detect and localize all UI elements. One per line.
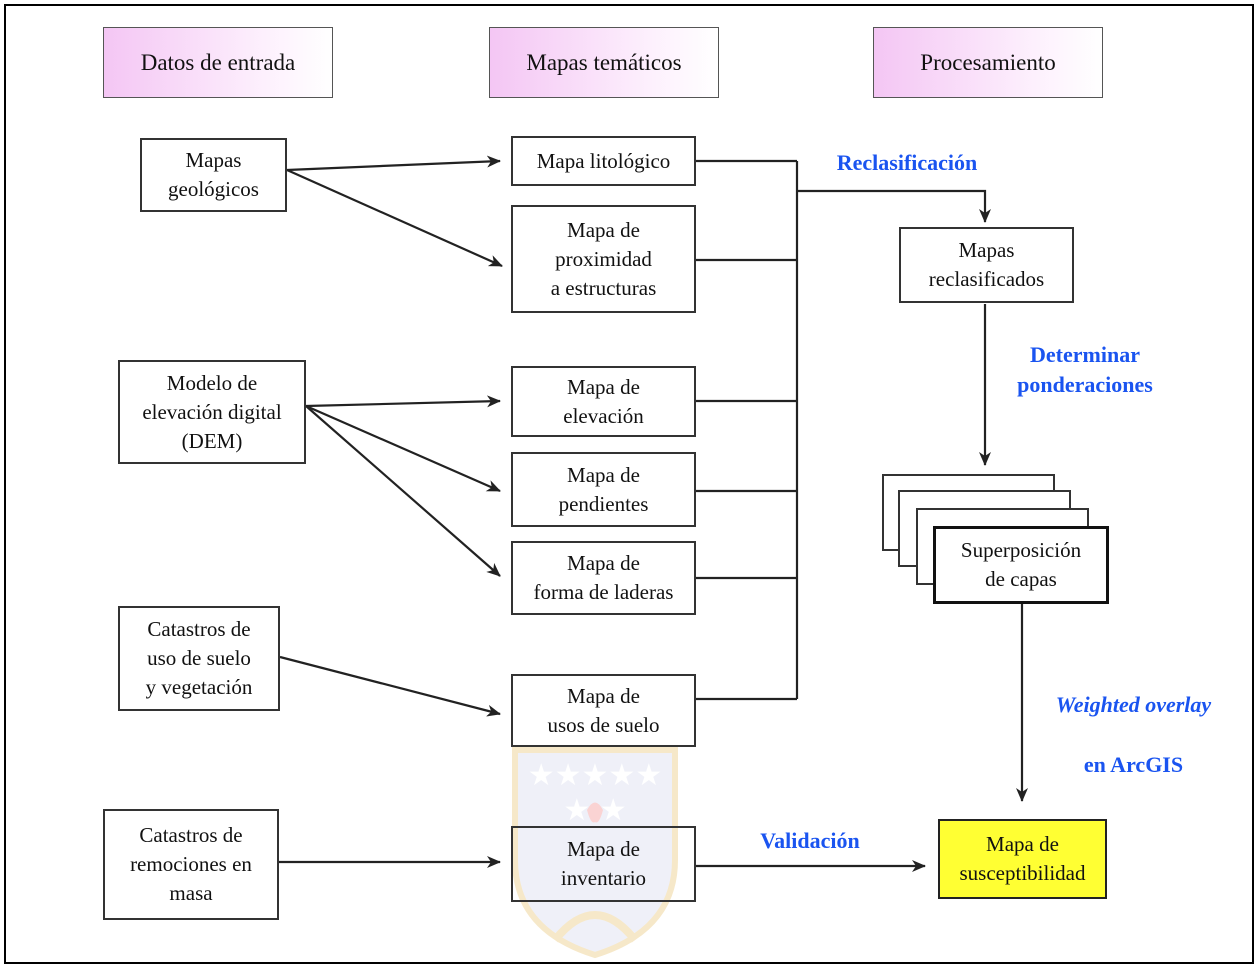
step-determine-weights: Determinar ponderaciones (1017, 342, 1153, 397)
arrow-geologic-to-lithologic (286, 155, 501, 172)
step-weighted-overlay: Weighted overlay en ArcGIS (1026, 660, 1241, 780)
input-dem: Modelo de elevación digital (DEM) (118, 360, 306, 464)
map-land-use: Mapa de usos de suelo (511, 674, 696, 747)
step-validation: Validación (760, 828, 860, 853)
header-processing: Procesamiento (873, 27, 1103, 98)
reclassified-maps: Mapas reclasificados (899, 227, 1074, 303)
university-emblem-watermark: ★★★★★ ★ ★ (512, 747, 678, 959)
arrow-geologic-to-proximity (286, 168, 503, 268)
input-land-use-surveys: Catastros de uso de suelo y vegetación (118, 606, 280, 711)
input-geologic-maps: Mapas geológicos (140, 138, 287, 212)
step-reclassification: Reclasificación (836, 150, 978, 175)
weighted-overlay-rest: en ArcGIS (1083, 752, 1184, 777)
arrow-dem-to-slopes (305, 404, 501, 493)
map-lithologic: Mapa litológico (511, 136, 696, 186)
svg-text:★★★★★: ★★★★★ (528, 758, 662, 793)
arrow-dem-to-hillside (305, 405, 501, 577)
map-inventory: Mapa de inventario (511, 826, 696, 902)
map-elevation: Mapa de elevación (511, 366, 696, 437)
map-slopes: Mapa de pendientes (511, 452, 696, 527)
arrow-dem-to-elevation (305, 395, 501, 408)
layer-overlay: Superposición de capas (933, 526, 1109, 604)
header-inputs: Datos de entrada (103, 27, 333, 98)
weighted-overlay-italic: Weighted overlay (1055, 692, 1212, 717)
map-proximity-structures: Mapa de proximidad a estructuras (511, 205, 696, 313)
svg-text:★ ★: ★ ★ (563, 793, 626, 828)
map-hillside-shape: Mapa de forma de laderas (511, 541, 696, 615)
arrow-landuse-to-landuse-map (279, 655, 501, 717)
susceptibility-map: Mapa de susceptibilidad (938, 819, 1107, 899)
input-landslide-surveys: Catastros de remociones en masa (103, 809, 279, 920)
header-thematic-maps: Mapas temáticos (489, 27, 719, 98)
arrow-bus-to-reclassified (797, 189, 991, 223)
